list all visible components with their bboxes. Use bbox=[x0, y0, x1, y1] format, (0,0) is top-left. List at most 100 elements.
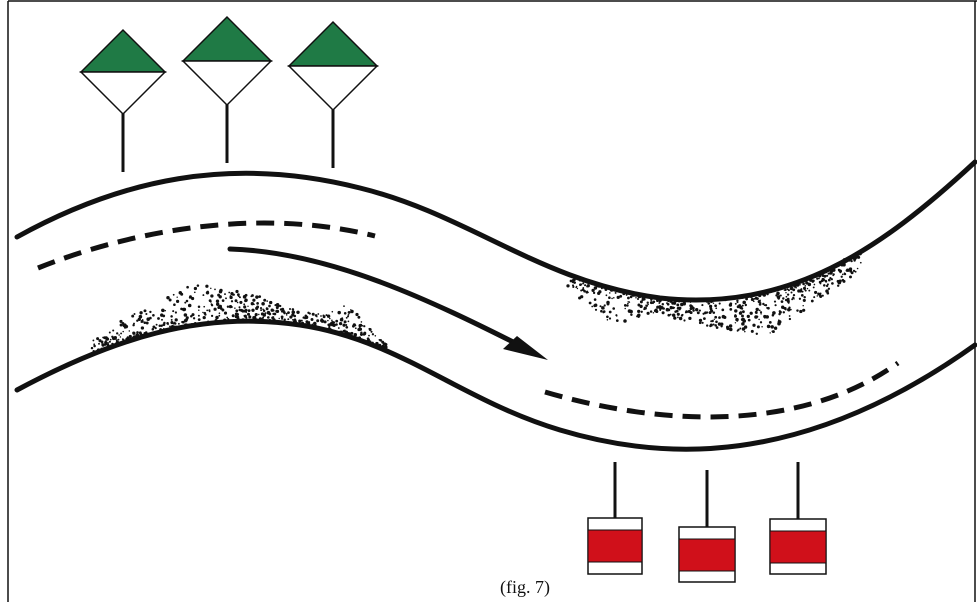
shoal-dot bbox=[745, 297, 748, 301]
shoal-dot bbox=[244, 293, 248, 297]
shoal-dot bbox=[712, 311, 716, 314]
shoal-dot bbox=[344, 329, 346, 332]
shoal-dot bbox=[260, 312, 265, 316]
shoal-dot bbox=[155, 323, 158, 326]
shoal-dot bbox=[187, 303, 192, 308]
shoal-dot bbox=[796, 309, 799, 312]
shoal-dot bbox=[646, 301, 649, 304]
shoal-dot bbox=[785, 295, 788, 298]
shoal-dot bbox=[287, 311, 290, 314]
shoal-dot bbox=[314, 314, 318, 317]
shoal-dot bbox=[131, 314, 135, 318]
shoal-dot bbox=[756, 315, 759, 318]
shoal-dot bbox=[832, 273, 835, 276]
shoal-dot bbox=[186, 285, 189, 289]
shoal-dot bbox=[279, 304, 282, 308]
shoal-dot bbox=[360, 331, 363, 334]
shoal-dot bbox=[840, 275, 843, 278]
shoal-dot bbox=[836, 284, 840, 287]
shoal-dot bbox=[640, 310, 643, 313]
shoal-dot bbox=[572, 285, 575, 288]
shoal-dot bbox=[799, 283, 801, 286]
shoal-dot bbox=[184, 301, 187, 304]
shoal-dot bbox=[714, 304, 717, 308]
shoal-dot bbox=[615, 315, 618, 317]
shoal-dot bbox=[226, 305, 230, 308]
shoal-dot bbox=[173, 321, 176, 324]
shoal-dot bbox=[841, 278, 845, 282]
shoal-dot bbox=[193, 286, 198, 291]
shoal-dot bbox=[773, 300, 777, 303]
shoal-dot bbox=[343, 305, 345, 307]
shoal-dot bbox=[692, 309, 695, 312]
shoal-dot bbox=[755, 311, 758, 315]
shoal-dot bbox=[289, 308, 291, 310]
shoal-dot bbox=[219, 288, 223, 293]
shoal-dot bbox=[782, 311, 786, 314]
shoal-dot bbox=[643, 308, 646, 311]
shoal-dot bbox=[669, 313, 672, 316]
shoal-dot bbox=[248, 315, 252, 319]
shoal-dot bbox=[676, 306, 680, 310]
shoal-dot bbox=[247, 309, 251, 312]
shoal-dot bbox=[761, 325, 763, 328]
shoal-dot bbox=[750, 297, 754, 302]
shoal-dot bbox=[645, 304, 647, 306]
shoal-dot bbox=[228, 304, 233, 309]
shoal-dot bbox=[816, 295, 819, 297]
shoal-dot bbox=[197, 318, 201, 321]
shoal-dot bbox=[114, 338, 117, 341]
shoal-dot bbox=[234, 307, 236, 309]
shoal-dot bbox=[710, 320, 713, 323]
shoal-dot bbox=[698, 321, 702, 325]
shoal-dot bbox=[765, 315, 769, 319]
shoal-dot bbox=[345, 316, 348, 319]
shoal-dot bbox=[671, 313, 676, 317]
shoal-dot bbox=[678, 316, 683, 321]
shoal-dot bbox=[635, 296, 637, 299]
shoal-dot bbox=[120, 332, 123, 335]
shoal-dot bbox=[333, 321, 336, 324]
shoal-dot bbox=[578, 296, 582, 300]
shoal-dot bbox=[329, 323, 332, 326]
shoal-dot bbox=[736, 305, 740, 309]
shoal-dot bbox=[676, 312, 680, 316]
shoal-dot bbox=[236, 301, 239, 304]
shoal-dot bbox=[726, 325, 729, 329]
shoal-dot bbox=[740, 307, 744, 310]
shoal-dot bbox=[251, 294, 254, 297]
shoal-dot bbox=[92, 339, 95, 342]
shoal-dot bbox=[573, 281, 576, 284]
shoal-dot bbox=[296, 310, 300, 315]
shoal-dot bbox=[667, 308, 671, 312]
shoal-dot bbox=[274, 303, 277, 307]
shoal-dot bbox=[653, 309, 657, 313]
shoal-dot bbox=[359, 323, 363, 327]
shoal-dot bbox=[744, 330, 746, 333]
shoal-dot bbox=[98, 339, 102, 343]
shoal-dot bbox=[673, 316, 677, 320]
shoal-dot bbox=[597, 291, 601, 296]
shoal-dot bbox=[773, 326, 778, 330]
shoal-dot bbox=[363, 332, 367, 336]
shoal-dot bbox=[696, 311, 700, 315]
shoal-dot bbox=[259, 307, 263, 310]
shoal-dot bbox=[591, 288, 595, 293]
shoal-dot bbox=[797, 289, 801, 293]
shoal-dot bbox=[215, 315, 219, 320]
shoal-dot bbox=[108, 340, 111, 343]
shoal-dot bbox=[140, 326, 145, 330]
shoal-dot bbox=[269, 300, 273, 305]
shoal-dot bbox=[850, 259, 853, 263]
lower-bank-line bbox=[14, 318, 977, 452]
shoal-dot bbox=[258, 313, 260, 316]
direction-arrow-line bbox=[227, 246, 528, 351]
shoal-dot bbox=[839, 271, 842, 274]
shoal-dot bbox=[742, 300, 746, 305]
shoal-dot bbox=[662, 307, 665, 310]
shoal-dot bbox=[591, 305, 594, 308]
shoal-dot bbox=[785, 291, 787, 294]
shoal-dot bbox=[342, 323, 346, 327]
shoal-dot bbox=[185, 317, 189, 321]
shoal-dot bbox=[805, 281, 809, 285]
